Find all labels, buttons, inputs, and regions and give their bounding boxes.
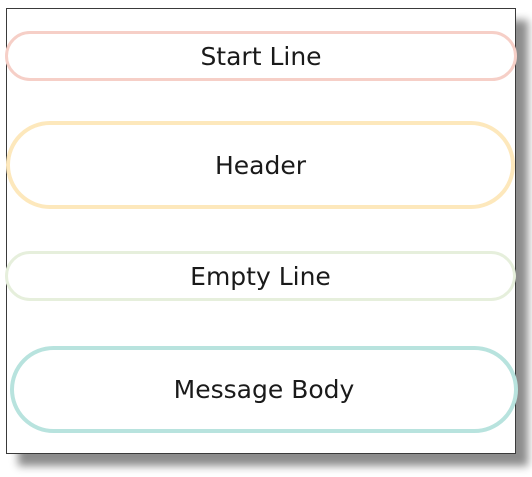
empty-line-label: Empty Line — [190, 261, 331, 291]
start-line-label: Start Line — [200, 41, 322, 71]
message-body-box: Message Body — [10, 346, 518, 433]
message-body-label: Message Body — [173, 375, 355, 404]
header-label: Header — [214, 150, 307, 180]
empty-line-box: Empty Line — [5, 251, 516, 301]
header-box: Header — [6, 121, 515, 209]
start-line-box: Start Line — [5, 31, 517, 81]
